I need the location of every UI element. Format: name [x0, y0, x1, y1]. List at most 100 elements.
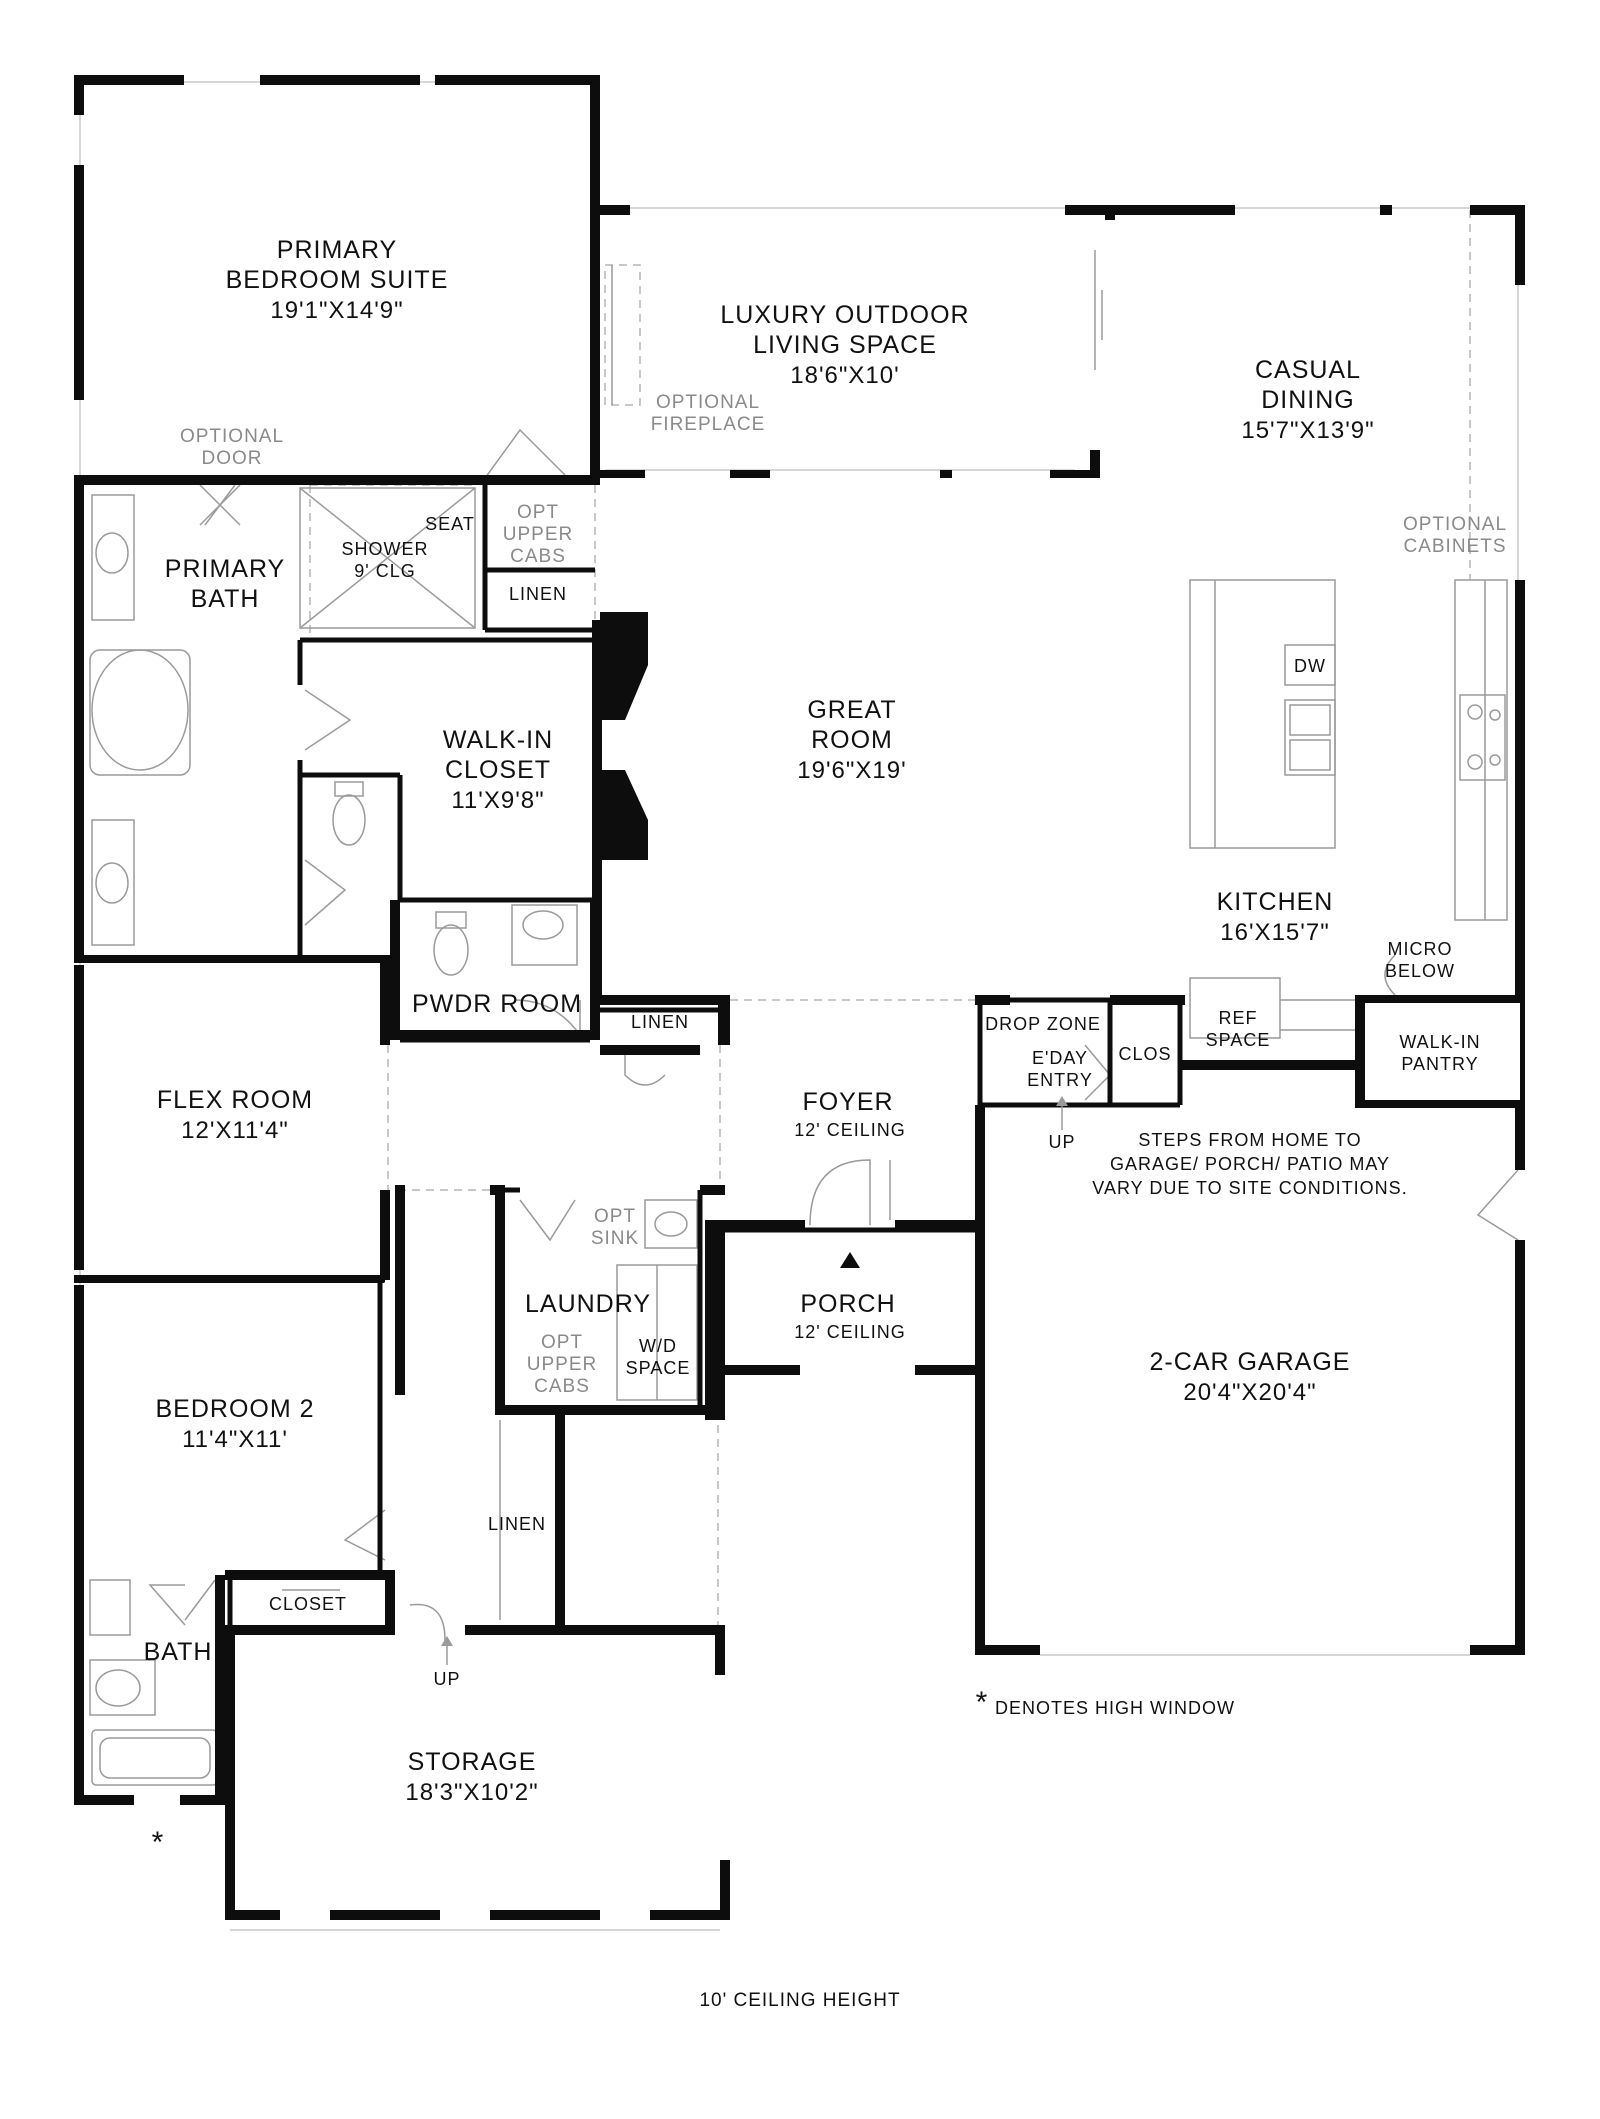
svg-text:W/D: W/D — [639, 1336, 677, 1356]
svg-text:GARAGE/ PORCH/ PATIO MAY: GARAGE/ PORCH/ PATIO MAY — [1110, 1154, 1390, 1174]
svg-text:FIREPLACE: FIREPLACE — [651, 414, 766, 435]
walk-in-pantry-label[interactable]: WALK-IN PANTRY — [1399, 1032, 1480, 1074]
porch-label[interactable]: PORCH 12' CEILING — [794, 1290, 905, 1342]
interior-walls — [80, 477, 1520, 1633]
up-arrow-icon — [1056, 1096, 1068, 1106]
primary-bedroom-label[interactable]: PRIMARY BEDROOM SUITE 19'1"X14'9" — [226, 236, 449, 324]
svg-text:DINING: DINING — [1261, 386, 1355, 414]
svg-text:REF: REF — [1219, 1008, 1258, 1028]
svg-text:ENTRY: ENTRY — [1027, 1070, 1093, 1090]
svg-text:DROP ZONE: DROP ZONE — [985, 1014, 1101, 1034]
svg-text:11'X9'8": 11'X9'8" — [451, 787, 544, 814]
svg-text:LUXURY OUTDOOR: LUXURY OUTDOOR — [720, 301, 969, 329]
laundry-label[interactable]: LAUNDRY — [525, 1290, 651, 1318]
svg-text:SINK: SINK — [591, 1228, 639, 1249]
svg-text:MICRO: MICRO — [1388, 939, 1453, 959]
svg-text:LIVING SPACE: LIVING SPACE — [753, 331, 937, 359]
svg-text:E'DAY: E'DAY — [1032, 1048, 1088, 1068]
svg-text:LINEN: LINEN — [631, 1012, 689, 1032]
svg-text:CLOS: CLOS — [1118, 1044, 1171, 1064]
powder-room-label[interactable]: PWDR ROOM — [412, 990, 582, 1018]
svg-text:BATH: BATH — [191, 585, 260, 613]
svg-text:WALK-IN: WALK-IN — [1399, 1032, 1480, 1052]
svg-text:UPPER: UPPER — [503, 524, 573, 545]
kitchen-island — [1189, 579, 1336, 849]
door-swings — [148, 428, 1519, 1641]
svg-text:LINEN: LINEN — [509, 584, 567, 604]
svg-text:WALK-IN: WALK-IN — [443, 726, 553, 754]
great-room-label[interactable]: GREAT ROOM 19'6"X19' — [797, 696, 906, 784]
outdoor-living-label[interactable]: LUXURY OUTDOOR LIVING SPACE 18'6"X10' — [720, 301, 969, 389]
svg-text:SPACE: SPACE — [626, 1358, 691, 1378]
svg-text:19'6"X19': 19'6"X19' — [797, 757, 906, 784]
svg-text:16'X15'7": 16'X15'7" — [1220, 919, 1329, 946]
fixtures — [89, 250, 1508, 1786]
ceiling-height-note: 10' CEILING HEIGHT — [699, 1990, 900, 2011]
svg-text:OPT: OPT — [594, 1206, 636, 1227]
kitchen-label[interactable]: KITCHEN 16'X15'7" — [1217, 888, 1334, 946]
svg-text:UP: UP — [1048, 1132, 1075, 1152]
svg-text:11'4"X11': 11'4"X11' — [182, 1426, 288, 1453]
svg-text:KITCHEN: KITCHEN — [1217, 888, 1334, 916]
svg-text:STEPS FROM HOME TO: STEPS FROM HOME TO — [1138, 1130, 1361, 1150]
svg-text:18'3"X10'2": 18'3"X10'2" — [405, 1779, 538, 1806]
svg-text:FLEX ROOM: FLEX ROOM — [157, 1086, 313, 1114]
dashed-lines — [309, 210, 1471, 1625]
svg-text:9' CLG: 9' CLG — [354, 561, 415, 581]
svg-text:SPACE: SPACE — [1206, 1030, 1271, 1050]
notes: STEPS FROM HOME TO GARAGE/ PORCH/ PATIO … — [152, 1130, 1407, 2011]
casual-dining-label[interactable]: CASUAL DINING 15'7"X13'9" — [1241, 356, 1374, 444]
fixture-labels: OPTIONAL DOOR OPTIONAL FIREPLACE OPTIONA… — [180, 392, 1507, 1689]
svg-text:OPTIONAL: OPTIONAL — [1403, 514, 1507, 535]
primary-bath-label[interactable]: PRIMARY BATH — [165, 555, 285, 613]
svg-text:CABINETS: CABINETS — [1403, 536, 1506, 557]
svg-text:FOYER: FOYER — [802, 1088, 893, 1116]
svg-text:LINEN: LINEN — [488, 1514, 546, 1534]
svg-text:CABS: CABS — [534, 1376, 590, 1397]
svg-text:UPPER: UPPER — [527, 1354, 597, 1375]
bedroom-2-label[interactable]: BEDROOM 2 11'4"X11' — [155, 1395, 314, 1453]
shower-label: SHOWER 9' CLG — [342, 539, 429, 581]
up-arrow-icon-storage — [441, 1636, 453, 1646]
bath-label[interactable]: BATH — [144, 1638, 213, 1666]
svg-text:CABS: CABS — [510, 546, 566, 567]
svg-text:SHOWER: SHOWER — [342, 539, 429, 559]
svg-text:12'X11'4": 12'X11'4" — [181, 1117, 289, 1144]
svg-text:SEAT: SEAT — [425, 514, 475, 534]
bath-window-asterisk: * — [152, 1826, 165, 1859]
svg-text:BEDROOM 2: BEDROOM 2 — [155, 1395, 314, 1423]
svg-text:VARY DUE TO SITE CONDITIONS.: VARY DUE TO SITE CONDITIONS. — [1092, 1178, 1407, 1198]
svg-text:15'7"X13'9": 15'7"X13'9" — [1241, 417, 1374, 444]
svg-text:18'6"X10': 18'6"X10' — [790, 362, 899, 389]
svg-text:BEDROOM SUITE: BEDROOM SUITE — [226, 266, 449, 294]
storage-label[interactable]: STORAGE 18'3"X10'2" — [405, 1748, 538, 1806]
entry-arrow-icon — [840, 1252, 860, 1268]
svg-text:PANTRY: PANTRY — [1401, 1054, 1478, 1074]
svg-text:DOOR: DOOR — [202, 448, 263, 469]
svg-text:CLOSET: CLOSET — [445, 756, 551, 784]
svg-text:CASUAL: CASUAL — [1255, 356, 1361, 384]
foyer-label[interactable]: FOYER 12' CEILING — [794, 1088, 905, 1140]
svg-text:19'1"X14'9": 19'1"X14'9" — [270, 297, 403, 324]
flex-room-label[interactable]: FLEX ROOM 12'X11'4" — [157, 1086, 313, 1144]
svg-text:BELOW: BELOW — [1385, 961, 1455, 981]
svg-text:OPTIONAL: OPTIONAL — [180, 426, 284, 447]
svg-text:ROOM: ROOM — [811, 726, 893, 754]
svg-text:PRIMARY: PRIMARY — [165, 555, 285, 583]
walk-in-closet-label[interactable]: WALK-IN CLOSET 11'X9'8" — [443, 726, 553, 814]
svg-text:OPT: OPT — [541, 1332, 583, 1353]
svg-text:DW: DW — [1294, 656, 1326, 676]
primary-tub — [91, 649, 189, 771]
high-window-asterisk: * — [976, 1686, 989, 1719]
arrows — [441, 1096, 1068, 1665]
svg-text:12' CEILING: 12' CEILING — [794, 1322, 905, 1342]
svg-text:UP: UP — [433, 1669, 460, 1689]
svg-text:OPTIONAL: OPTIONAL — [656, 392, 760, 413]
exterior-walls[interactable] — [74, 75, 1525, 1920]
room-labels: PRIMARY BEDROOM SUITE 19'1"X14'9" LUXURY… — [144, 236, 1480, 1806]
svg-text:20'4"X20'4": 20'4"X20'4" — [1183, 1379, 1316, 1406]
garage-label[interactable]: 2-CAR GARAGE 20'4"X20'4" — [1150, 1348, 1351, 1406]
svg-text:CLOSET: CLOSET — [269, 1594, 347, 1614]
svg-text:OPT: OPT — [517, 502, 559, 523]
